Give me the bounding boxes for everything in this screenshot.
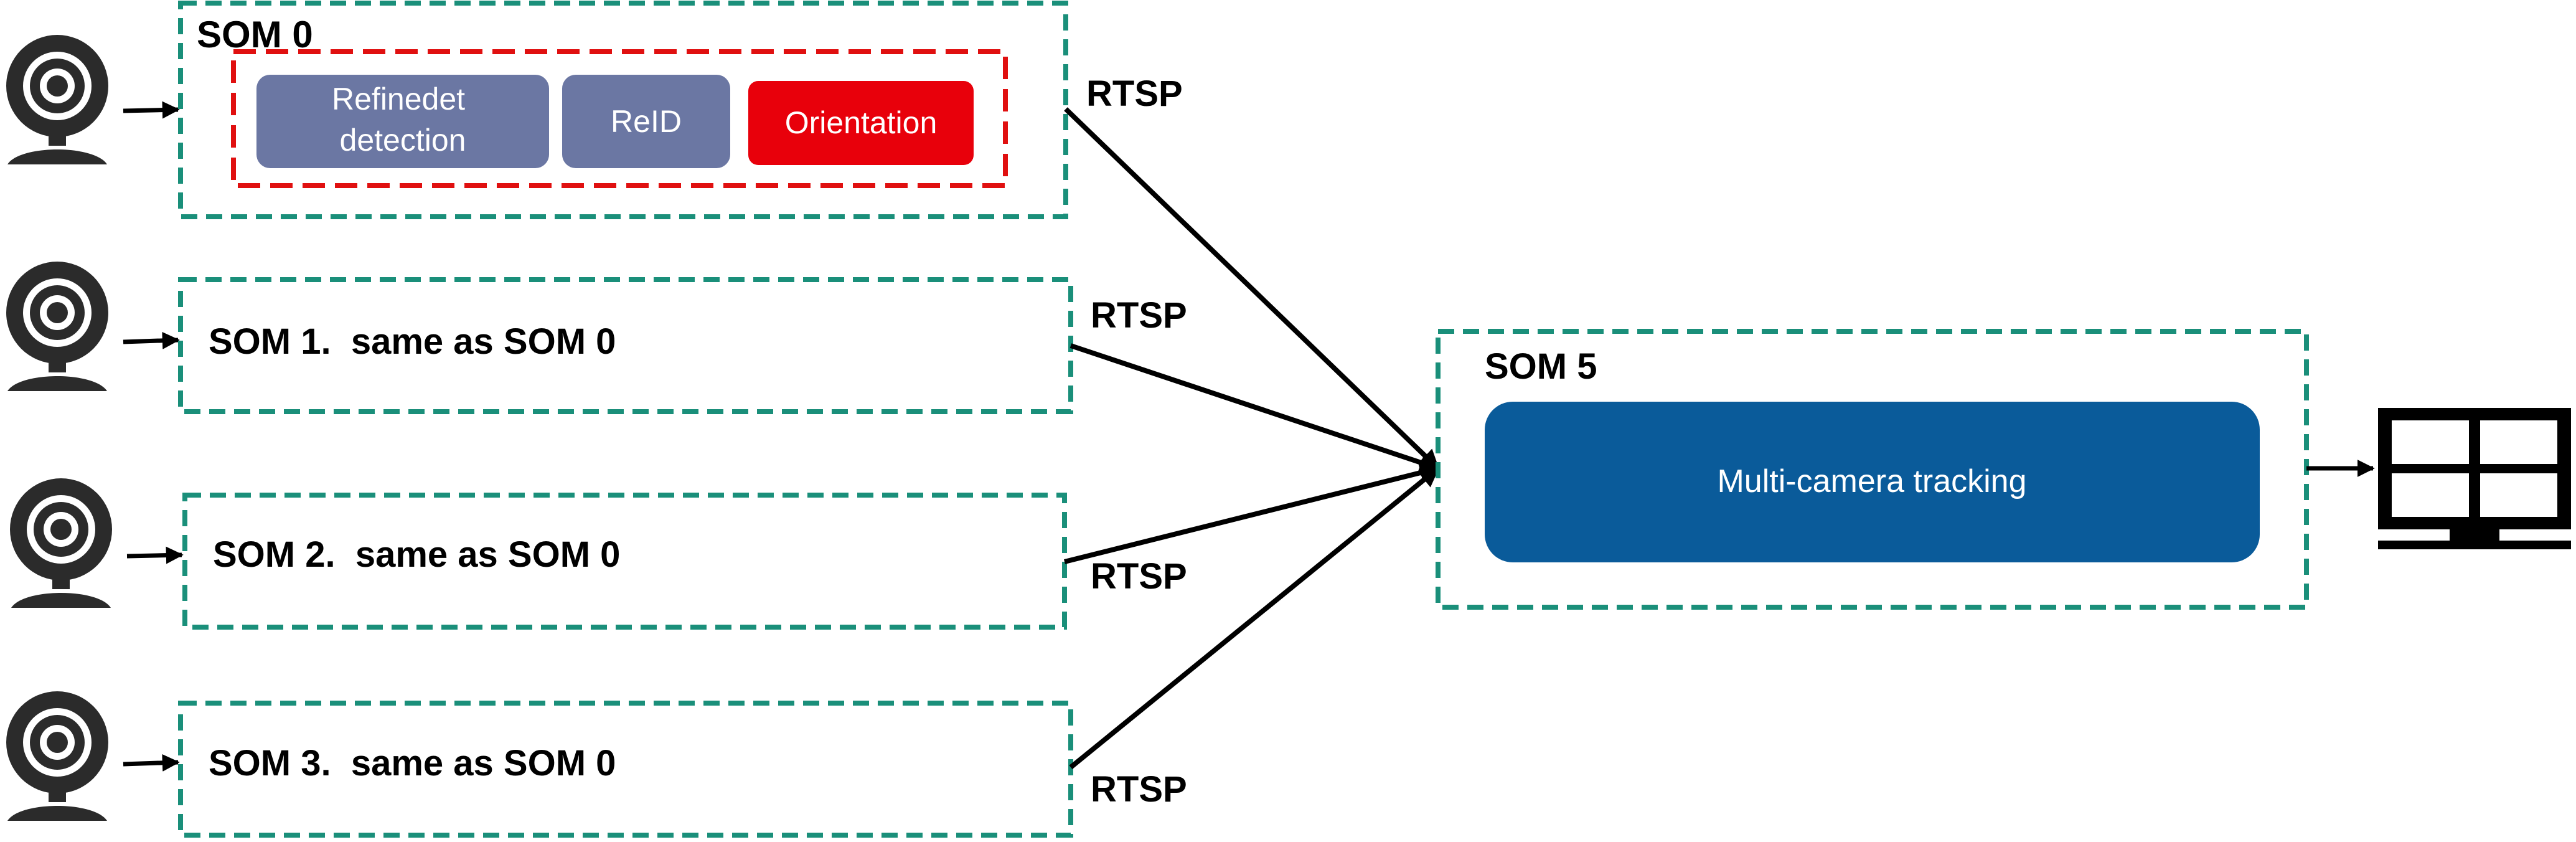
rtsp-label-3: RTSP <box>1091 769 1187 810</box>
webcam-icon <box>6 262 108 391</box>
camera-2-arrow <box>126 546 184 564</box>
som1-box: SOM 1. same as SOM 0 <box>178 277 1073 414</box>
som1-label: SOM 1. same as SOM 0 <box>209 321 616 362</box>
module-orientation-label: Orientation <box>785 105 938 140</box>
som3-label: SOM 3. same as SOM 0 <box>209 743 616 783</box>
som0-box: SOM 0 Refinedet detection ReID Orientati… <box>178 1 1068 219</box>
camera-1-arrow <box>123 331 180 349</box>
rtsp-link-som3 <box>1069 466 1440 770</box>
module-reid-label: ReID <box>611 104 682 139</box>
tracking-block: Multi-camera tracking <box>1485 402 2260 562</box>
module-refinedet: Refinedet detection <box>256 75 549 168</box>
camera-2 <box>10 478 112 608</box>
camera-0 <box>6 35 108 164</box>
webcam-icon <box>6 35 108 164</box>
som2-box: SOM 2. same as SOM 0 <box>182 493 1067 630</box>
rtsp-label-2: RTSP <box>1091 556 1187 597</box>
som2-label: SOM 2. same as SOM 0 <box>213 534 620 575</box>
rtsp-link-som2 <box>1064 463 1441 564</box>
rtsp-label-0: RTSP <box>1086 73 1183 114</box>
rtsp-label-1: RTSP <box>1091 295 1187 336</box>
som5-title: SOM 5 <box>1485 346 1597 387</box>
webcam-icon <box>6 691 108 821</box>
som3-box: SOM 3. same as SOM 0 <box>178 701 1073 838</box>
module-refinedet-line2: detection <box>340 123 466 158</box>
module-reid: ReID <box>562 75 730 168</box>
camera-3 <box>6 691 108 821</box>
som0-title: SOM 0 <box>197 14 313 55</box>
module-orientation: Orientation <box>748 81 974 165</box>
monitor-icon <box>2378 408 2571 549</box>
camera-0-arrow <box>123 101 180 119</box>
camera-1 <box>6 262 108 391</box>
module-refinedet-line1: Refinedet <box>332 82 465 116</box>
svg-text:Refinedet detection: Refinedet detection <box>332 82 474 158</box>
tracking-label: Multi-camera tracking <box>1717 463 2026 499</box>
som5-box: SOM 5 Multi-camera tracking <box>1436 329 2309 610</box>
camera-3-arrow <box>123 754 180 772</box>
rtsp-link-som0 <box>1064 107 1440 470</box>
webcam-icon <box>10 478 112 608</box>
rtsp-link-som1 <box>1069 343 1441 473</box>
